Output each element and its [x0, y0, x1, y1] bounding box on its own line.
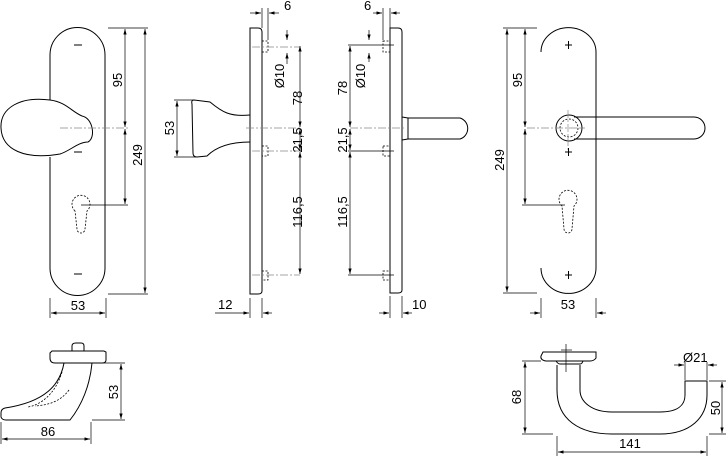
rose: [540, 351, 597, 362]
backplate: [540, 27, 597, 294]
backplate-side: [249, 27, 263, 295]
dim-86: 86: [41, 424, 55, 439]
keyhole: [71, 194, 91, 234]
front-knob-view: 95 249 53: [0, 27, 148, 318]
lever-body: [556, 365, 708, 435]
lever: [574, 116, 706, 140]
side-knob-view: 6 Ø10 78 21,5 116,5 53 12: [162, 0, 305, 318]
knob: [0, 98, 94, 157]
side-lever-view: 6 Ø10 78 21,5 116,5 10: [335, 0, 469, 318]
dim-116-5: 116,5: [290, 196, 305, 228]
dim-95: 95: [510, 73, 525, 87]
dim-53: 53: [106, 385, 121, 399]
dim-diameter-10: Ø10: [272, 64, 287, 89]
dim-53: 53: [71, 298, 85, 313]
backplate-side: [389, 27, 403, 294]
dim-68: 68: [509, 390, 524, 404]
dim-12: 12: [218, 297, 232, 312]
dim-53: 53: [561, 297, 575, 312]
dim-53: 53: [162, 121, 177, 135]
lever-top-view: Ø21 68 50 141: [509, 344, 726, 456]
front-lever-view: 249 95 53: [492, 27, 706, 318]
dim-21-5: 21,5: [335, 127, 350, 152]
dim-21-5: 21,5: [290, 127, 305, 152]
rose: [49, 350, 107, 364]
dim-249: 249: [492, 149, 507, 171]
dim-78: 78: [335, 81, 350, 95]
backplate: [49, 27, 106, 296]
dim-diameter-21: Ø21: [683, 350, 708, 365]
dim-diameter-10: Ø10: [353, 64, 368, 89]
knob-body: [0, 362, 93, 421]
cap: [71, 342, 85, 351]
dim-6: 6: [284, 0, 291, 13]
dim-50: 50: [708, 401, 723, 415]
keyhole: [558, 189, 578, 234]
dim-10: 10: [412, 297, 426, 312]
knob-top-view: 53 86: [0, 342, 125, 444]
dim-78: 78: [290, 91, 305, 105]
dim-6: 6: [364, 0, 371, 13]
dim-95: 95: [110, 73, 125, 87]
knob-side: [191, 99, 251, 158]
dim-116-5: 116,5: [335, 196, 350, 228]
dim-141: 141: [619, 436, 641, 451]
lever-side: [401, 116, 469, 141]
dim-249: 249: [130, 144, 145, 166]
